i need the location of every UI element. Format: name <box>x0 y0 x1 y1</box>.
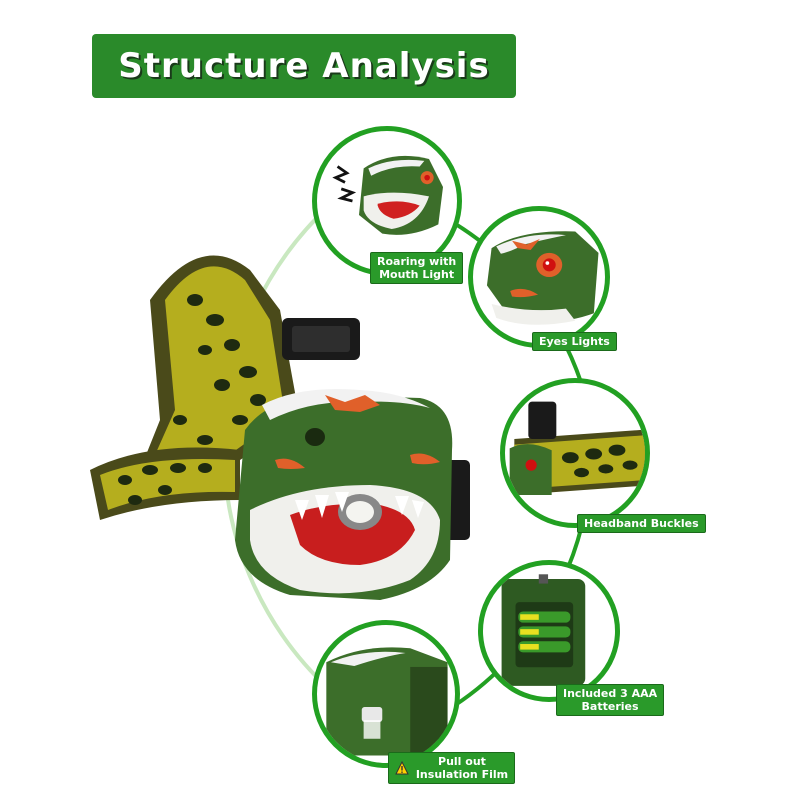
headband-strap <box>90 255 470 540</box>
label-mouth-light-line2: Mouth Light <box>379 268 455 281</box>
label-insulation-film-line2: Insulation Film <box>415 768 509 781</box>
warning-icon <box>395 761 409 775</box>
callout-battery <box>478 560 620 702</box>
callout-eye-light <box>468 206 610 348</box>
label-mouth-light: Roaring with Mouth Light <box>370 252 464 284</box>
eye-light-icon <box>486 231 599 325</box>
label-buckle-line1: Headband Buckles <box>584 517 699 530</box>
label-insulation-film: Pull out Insulation Film <box>388 752 516 784</box>
callout-mouth-light <box>312 126 462 276</box>
page-title: Structure Analysis <box>118 46 490 86</box>
title-banner: Structure Analysis <box>92 34 516 98</box>
label-buckle: Headband Buckles <box>577 514 706 533</box>
label-battery: Included 3 AAA Batteries <box>556 684 665 716</box>
label-mouth-light-line1: Roaring with <box>377 255 457 268</box>
callout-insulation-film <box>312 620 460 768</box>
buckle-icon <box>509 401 645 495</box>
callout-buckle <box>500 378 650 528</box>
label-insulation-film-line1: Pull out <box>438 755 486 768</box>
battery-icon <box>501 574 586 686</box>
dino-head <box>235 389 453 600</box>
label-eye-light: Eyes Lights <box>532 332 617 351</box>
label-battery-line2: Batteries <box>581 700 639 713</box>
label-battery-line1: Included 3 AAA <box>563 687 658 700</box>
label-eye-light-line1: Eyes Lights <box>539 335 610 348</box>
mouth-light-icon <box>332 155 443 235</box>
insulation-film-icon <box>326 647 448 756</box>
